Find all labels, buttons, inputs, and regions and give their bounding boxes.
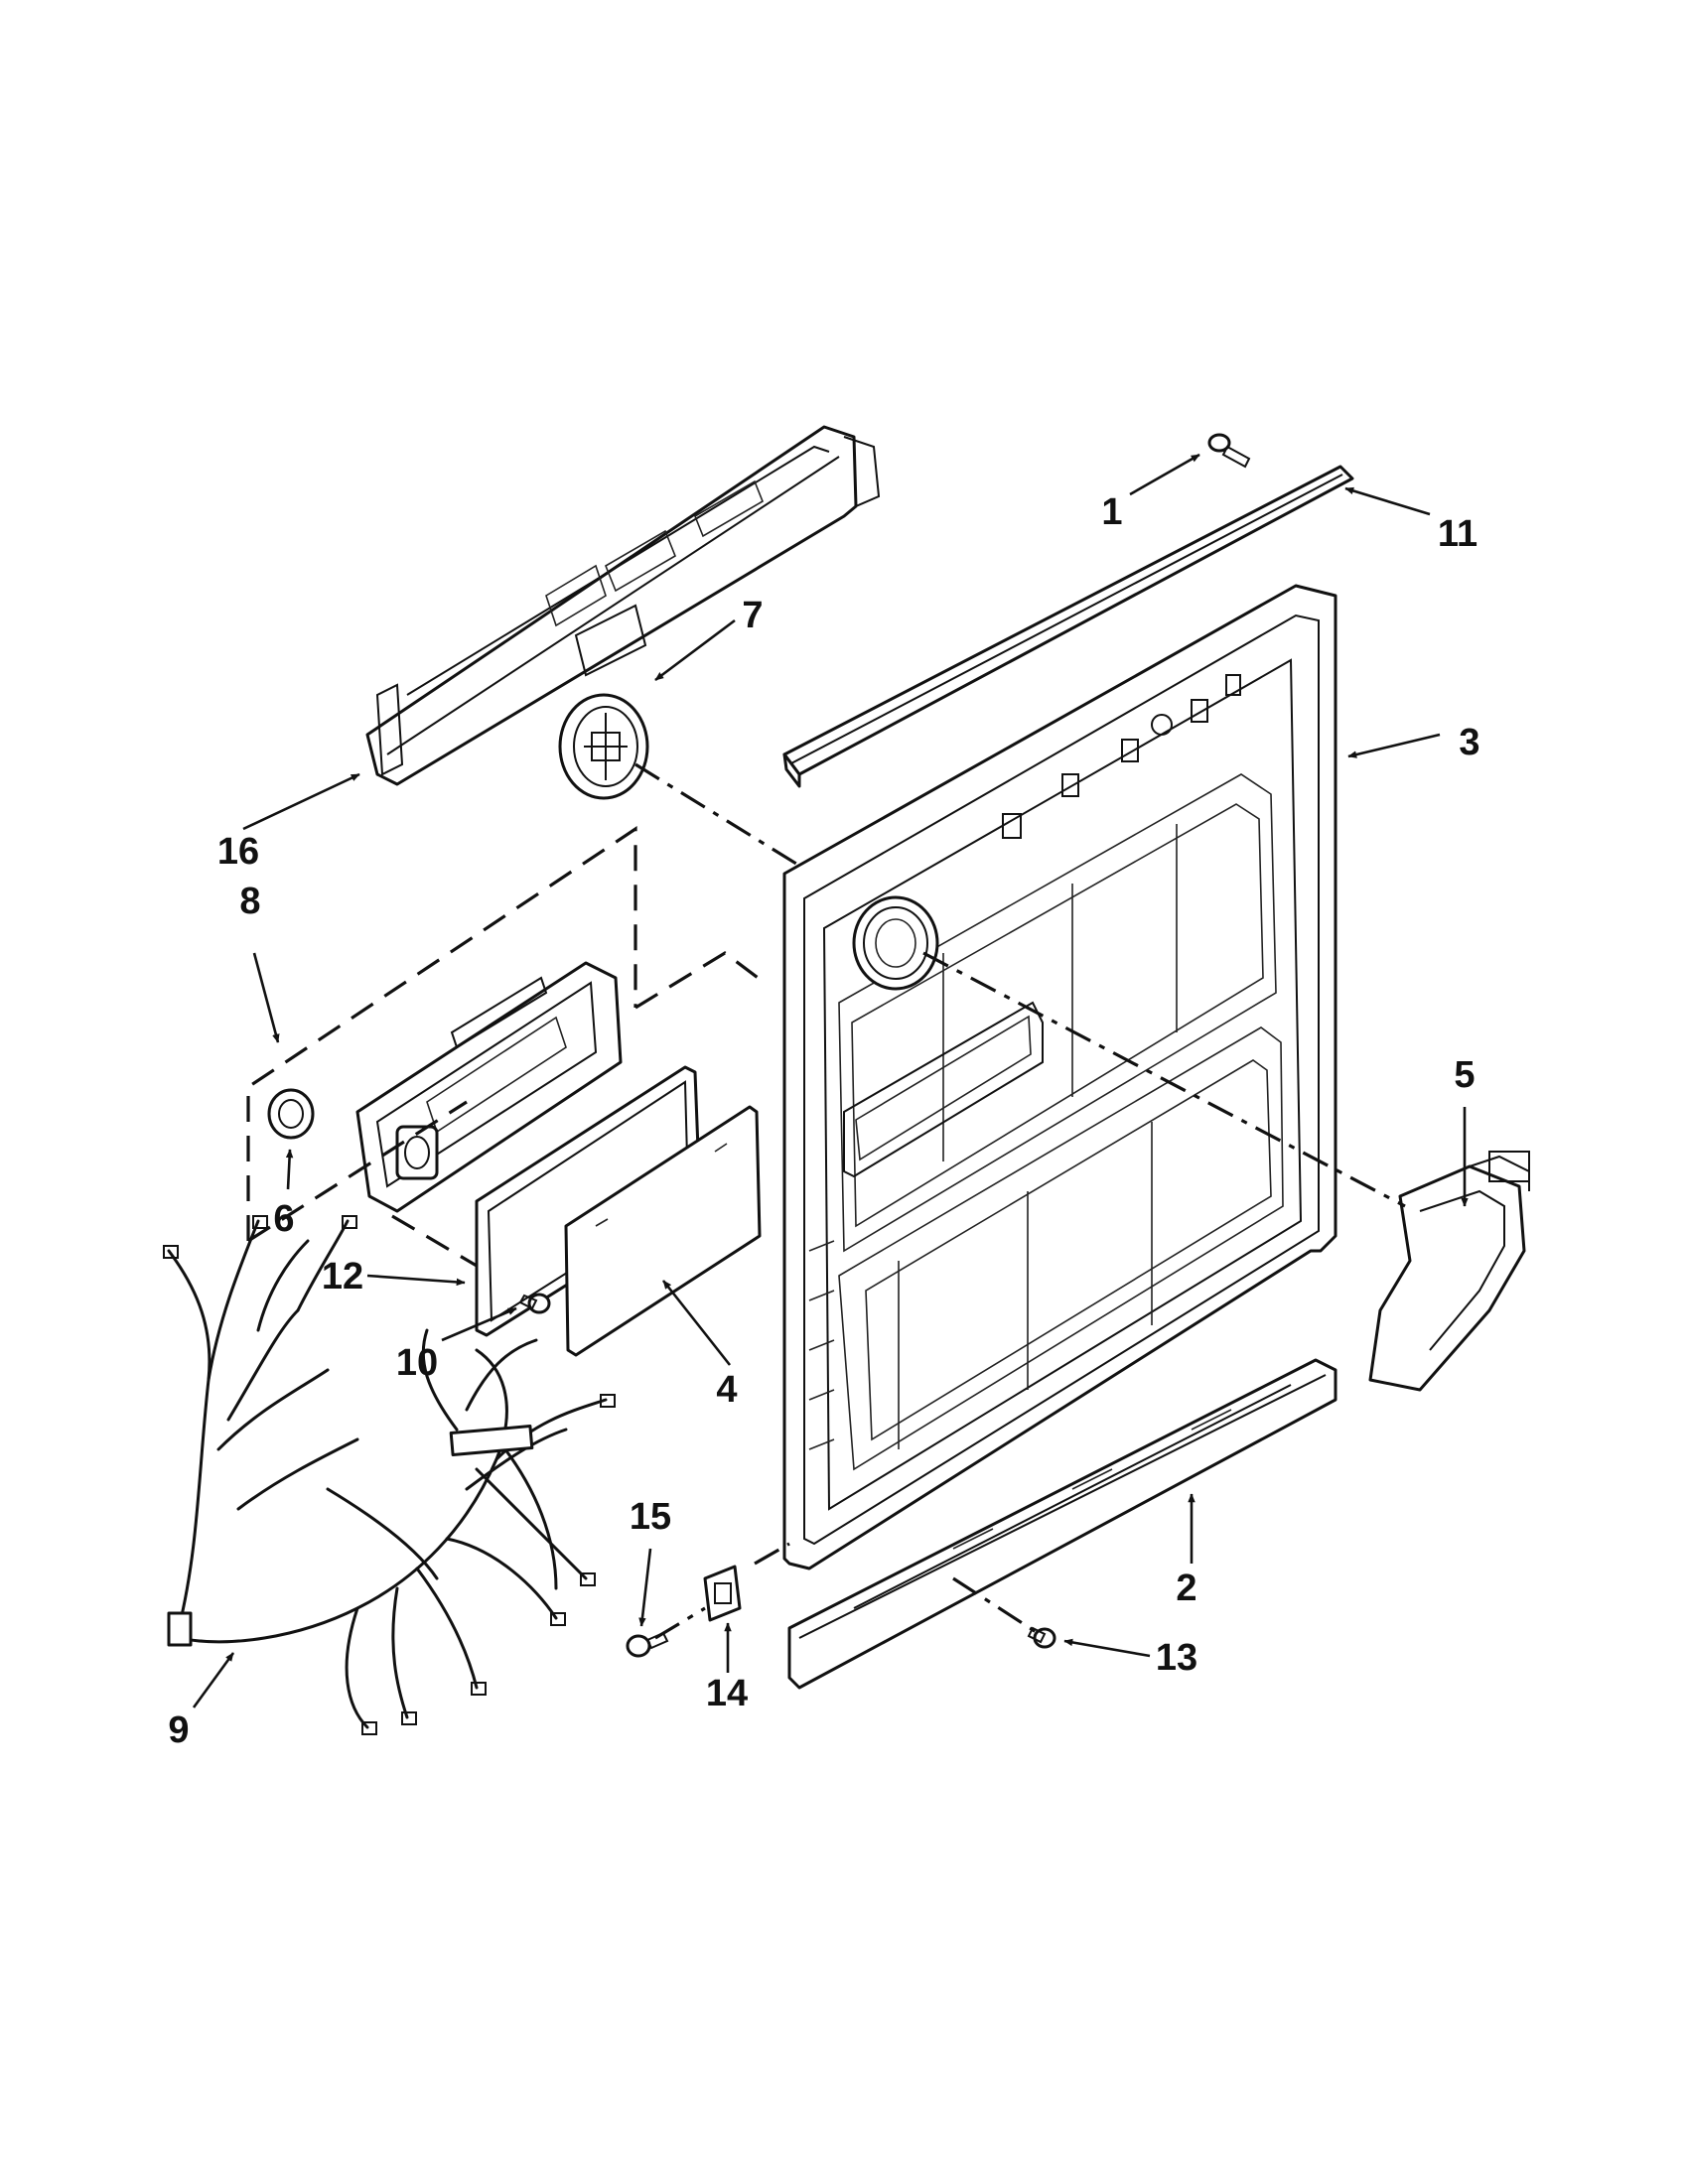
callout-16: 16 [217, 831, 259, 873]
dispenser-assembly [355, 961, 623, 1213]
dispenser-group-outline [246, 826, 766, 1268]
callout-1: 1 [1101, 491, 1122, 533]
callout-labels: 1 11 3 7 16 8 6 5 12 10 4 2 13 14 15 9 [168, 491, 1479, 1751]
callout-11: 11 [1438, 513, 1477, 555]
callout-5: 5 [1454, 1054, 1475, 1096]
console-housing [365, 425, 881, 786]
leader-arrows [192, 453, 1469, 1708]
callout-7: 7 [742, 595, 763, 636]
vent-duct [1368, 1151, 1530, 1392]
callout-15: 15 [630, 1496, 671, 1538]
inner-door-panel [782, 584, 1337, 1570]
callout-9: 9 [168, 1709, 189, 1751]
leader-13 [1063, 1638, 1151, 1658]
callout-12: 12 [322, 1256, 363, 1297]
screw-part-1 [1207, 433, 1251, 469]
leader-11 [1344, 486, 1431, 516]
callout-10: 10 [396, 1342, 438, 1384]
bottom-trim [787, 1358, 1337, 1690]
top-trim [782, 465, 1354, 788]
leader-10 [441, 1306, 517, 1342]
callout-3: 3 [1459, 722, 1479, 763]
leader-9 [192, 1652, 235, 1708]
vent-cap [558, 693, 649, 800]
callout-6: 6 [273, 1198, 294, 1240]
callout-2: 2 [1176, 1568, 1196, 1609]
wire-harness [163, 1215, 616, 1735]
callout-13: 13 [1156, 1637, 1197, 1679]
screw-part-15 [626, 1631, 669, 1658]
alignment-lines [634, 762, 1406, 1640]
callout-4: 4 [716, 1369, 737, 1411]
callout-14: 14 [706, 1673, 748, 1714]
leader-4 [661, 1280, 732, 1366]
callout-8: 8 [239, 881, 260, 922]
control-board [564, 1105, 762, 1357]
leader-6 [285, 1149, 294, 1190]
leader-7 [654, 618, 736, 682]
screw-part-10 [518, 1293, 551, 1314]
leader-16 [242, 772, 360, 831]
fastener-part-6 [267, 1088, 315, 1140]
leader-8 [252, 952, 280, 1043]
leader-3 [1347, 733, 1441, 758]
screw-part-13 [1027, 1626, 1056, 1649]
leader-1 [1129, 453, 1200, 496]
leader-15 [638, 1548, 652, 1627]
leader-12 [366, 1274, 466, 1287]
bracket-part-14 [703, 1565, 742, 1622]
